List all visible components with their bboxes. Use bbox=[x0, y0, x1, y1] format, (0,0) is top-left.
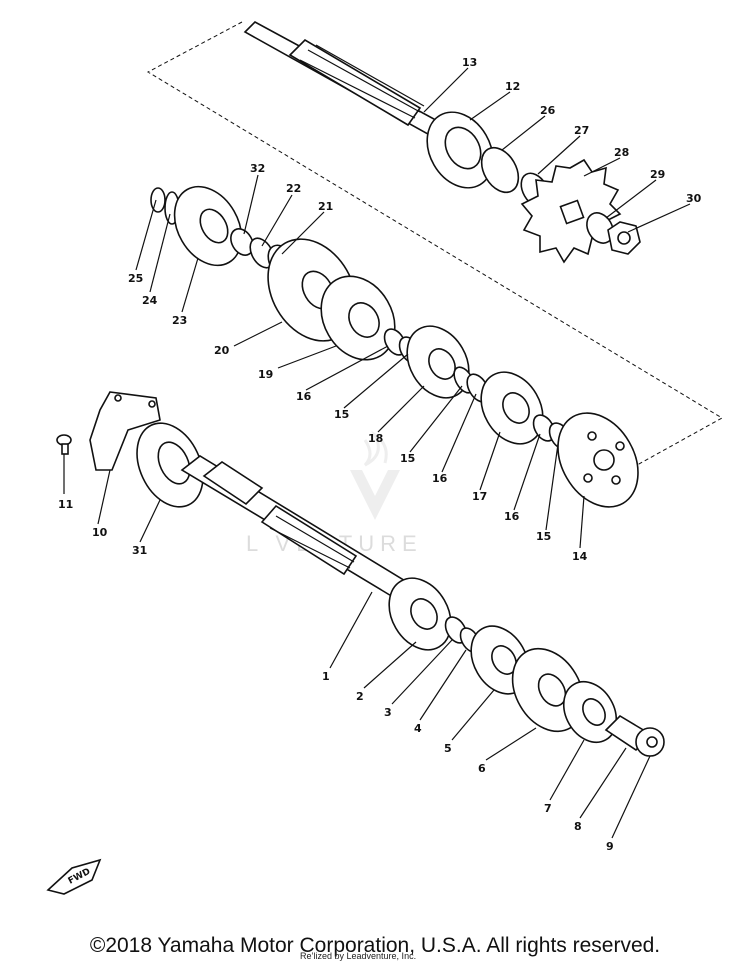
lock-washer-29 bbox=[586, 212, 614, 244]
label-18: 18 bbox=[368, 432, 383, 445]
label-28: 28 bbox=[614, 146, 629, 159]
label-5: 5 bbox=[444, 742, 452, 755]
label-15-mid: 15 bbox=[400, 452, 415, 465]
leader-lines bbox=[63, 67, 691, 839]
part-labels: 13 12 26 27 28 29 30 32 22 21 25 24 23 2… bbox=[58, 56, 702, 853]
label-11: 11 bbox=[58, 498, 73, 511]
label-25: 25 bbox=[128, 272, 143, 285]
label-16-mid: 16 bbox=[432, 472, 448, 485]
gear-23 bbox=[173, 185, 243, 267]
label-29: 29 bbox=[650, 168, 665, 181]
nut-9 bbox=[635, 727, 665, 757]
gear-7 bbox=[562, 681, 618, 743]
label-16-lower: 16 bbox=[504, 510, 520, 523]
label-21: 21 bbox=[318, 200, 333, 213]
label-24: 24 bbox=[142, 294, 158, 307]
label-9: 9 bbox=[606, 840, 614, 853]
gear-18 bbox=[406, 325, 470, 399]
label-2: 2 bbox=[356, 690, 364, 703]
gear-19 bbox=[320, 275, 396, 361]
watermark-logo bbox=[350, 430, 400, 520]
main-axle-1 bbox=[180, 455, 422, 608]
label-1: 1 bbox=[322, 670, 330, 683]
label-23: 23 bbox=[172, 314, 187, 327]
label-7: 7 bbox=[544, 802, 552, 815]
drive-axle-upper bbox=[243, 21, 447, 140]
gear-14 bbox=[557, 412, 639, 508]
bearing-31 bbox=[136, 422, 204, 508]
label-14: 14 bbox=[572, 550, 588, 563]
label-6: 6 bbox=[478, 762, 486, 775]
label-22: 22 bbox=[286, 182, 301, 195]
bearing-12 bbox=[426, 111, 494, 189]
copyright-notice: ©2018 Yamaha Motor Corporation, U.S.A. A… bbox=[89, 934, 661, 957]
bearing-retainer-10 bbox=[89, 391, 161, 471]
front-direction-marker: FWD bbox=[46, 858, 102, 895]
label-32: 32 bbox=[250, 162, 265, 175]
label-20: 20 bbox=[214, 344, 230, 357]
label-19: 19 bbox=[258, 368, 273, 381]
collar-26 bbox=[480, 146, 520, 194]
label-30: 30 bbox=[686, 192, 702, 205]
dashed-guide-line bbox=[146, 21, 723, 481]
label-27: 27 bbox=[574, 124, 589, 137]
label-15-upper: 15 bbox=[334, 408, 349, 421]
label-26: 26 bbox=[540, 104, 556, 117]
label-10: 10 bbox=[92, 526, 108, 539]
label-3: 3 bbox=[384, 706, 392, 719]
label-4: 4 bbox=[414, 722, 422, 735]
label-15-lower: 15 bbox=[536, 530, 551, 543]
credit-note: Re’lized by Leadventure, Inc. bbox=[300, 951, 417, 961]
label-16-upper: 16 bbox=[296, 390, 312, 403]
label-31: 31 bbox=[132, 544, 147, 557]
label-17: 17 bbox=[472, 490, 487, 503]
gear-17 bbox=[480, 371, 544, 445]
label-12: 12 bbox=[505, 80, 520, 93]
gear-2 bbox=[388, 577, 452, 651]
label-8: 8 bbox=[574, 820, 582, 833]
screw-11 bbox=[56, 434, 72, 455]
nut-30 bbox=[607, 221, 641, 255]
label-13: 13 bbox=[462, 56, 477, 69]
bushing-32 bbox=[230, 228, 254, 256]
